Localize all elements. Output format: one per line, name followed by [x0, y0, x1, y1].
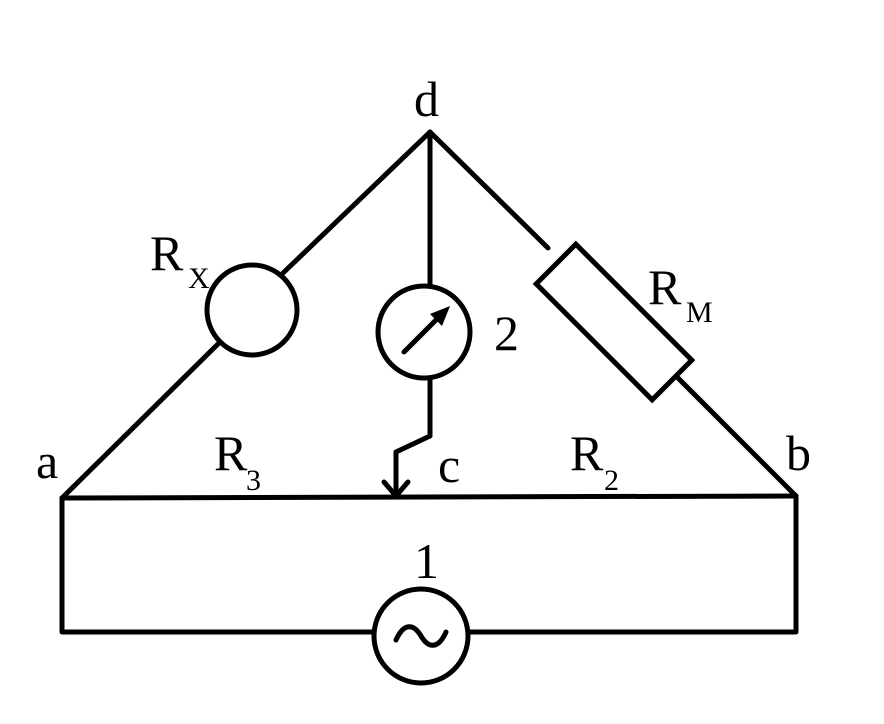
- wire-a-source: [59, 495, 377, 635]
- wire-rx-d: [279, 129, 433, 277]
- circuit-wires: [59, 129, 799, 635]
- wire-d-rm: [427, 129, 551, 251]
- wire-rm-b: [675, 375, 799, 499]
- sine-wave-icon: [393, 624, 449, 648]
- galvanometer-number: 2: [494, 305, 519, 361]
- node-c-label: c: [438, 437, 460, 493]
- wire-slide-wire-a-b: [59, 493, 799, 501]
- node-a-label: a: [36, 433, 58, 489]
- rx-label-main: R: [150, 225, 184, 281]
- source-number: 1: [414, 533, 439, 589]
- ac-source: [371, 586, 471, 686]
- galvanometer-needle-tip: [430, 306, 450, 326]
- resistor-rm: [532, 240, 696, 404]
- resistor-rx: [204, 262, 300, 358]
- galvanometer: [375, 283, 473, 381]
- wire-a-rx: [59, 341, 221, 501]
- node-b-label: b: [786, 425, 811, 481]
- arrow-down-icon: [381, 479, 411, 499]
- rm-label-sub: M: [686, 296, 713, 329]
- r2-label-main: R: [570, 425, 604, 481]
- r3-label-sub: 3: [246, 464, 261, 497]
- r3-label-main: R: [214, 425, 248, 481]
- node-d-label: d: [414, 71, 439, 127]
- rx-label-sub: X: [188, 262, 210, 295]
- rm-label-main: R: [648, 259, 682, 315]
- wire-galvanometer-slider: [393, 375, 433, 495]
- r2-label-sub: 2: [604, 464, 619, 497]
- wire-source-b: [465, 493, 799, 635]
